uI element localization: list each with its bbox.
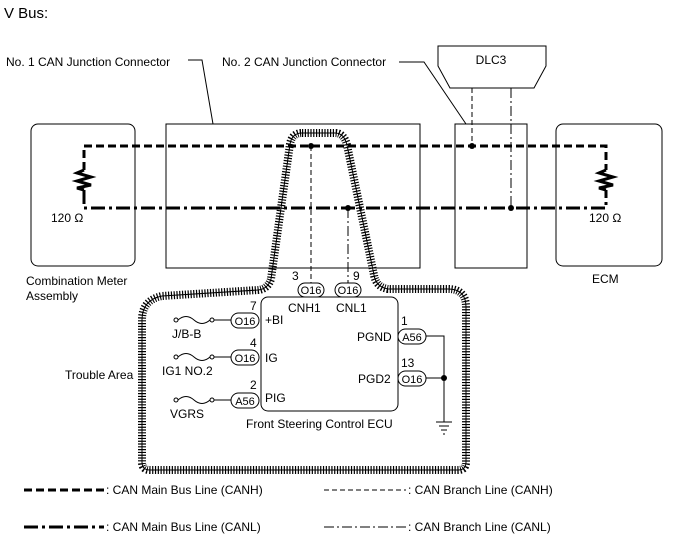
pin-cnl1: CNL1 xyxy=(336,301,367,315)
legend-branch-canh-label: : CAN Branch Line (CANH) xyxy=(408,483,553,497)
fuse-ig1-label: IG1 NO.2 xyxy=(162,364,213,378)
junction1-label: No. 1 CAN Junction Connector xyxy=(6,55,170,69)
pin-2: 2 xyxy=(250,378,257,392)
junction1-leader xyxy=(188,59,214,125)
pin-ig: IG xyxy=(265,351,278,365)
fuse-jbb-icon xyxy=(173,316,231,324)
dlc3-label: DLC3 xyxy=(476,53,507,67)
pin-pig: PIG xyxy=(265,391,286,405)
connector-pig: A56 xyxy=(230,392,260,409)
pin-4: 4 xyxy=(250,336,257,350)
junction-dot xyxy=(345,205,351,211)
dlc3-connector xyxy=(437,45,547,89)
can-main-canl-line xyxy=(82,190,608,210)
fuse-vgrs-label: VGRS xyxy=(170,407,204,421)
junction-dot xyxy=(508,205,514,211)
resistor-right-label: 120 Ω xyxy=(589,211,621,225)
connector-cnl: O16 xyxy=(334,282,362,298)
pin-pgd2: PGD2 xyxy=(358,372,391,386)
pin-13: 13 xyxy=(401,356,415,370)
connector-pgnd: A56 xyxy=(397,328,427,345)
diagram-title: V Bus: xyxy=(4,5,48,22)
legend-main-canl-label: : CAN Main Bus Line (CANL) xyxy=(106,520,261,534)
meter-label-line2: Assembly xyxy=(26,289,78,303)
ecu-label: Front Steering Control ECU xyxy=(246,417,393,431)
pin-cnh1: CNH1 xyxy=(288,301,321,315)
resistor-right xyxy=(593,168,619,192)
fuse-jbb-label: J/B-B xyxy=(172,327,201,341)
svg-text:A56: A56 xyxy=(235,396,255,408)
pin-9: 9 xyxy=(353,269,360,283)
combination-meter-box xyxy=(30,123,136,267)
pin-3: 3 xyxy=(292,269,299,283)
ground-icon xyxy=(436,421,452,435)
junction-connector-2-box xyxy=(454,123,528,269)
connector-cnh: O16 xyxy=(297,282,325,298)
pin-7: 7 xyxy=(250,299,257,313)
ecm-box xyxy=(555,123,663,267)
legend: : CAN Main Bus Line (CANH) : CAN Branch … xyxy=(24,483,553,534)
svg-text:O16: O16 xyxy=(235,316,256,328)
can-main-canh-line xyxy=(82,144,608,170)
junction2-leader xyxy=(399,61,467,125)
pin-bi: +BI xyxy=(265,313,283,327)
trouble-area-outline-inner xyxy=(141,132,467,471)
junction-dot xyxy=(469,143,475,149)
pin-1: 1 xyxy=(401,314,408,328)
svg-text:O16: O16 xyxy=(301,285,322,297)
connector-bi: O16 xyxy=(230,312,260,329)
junction-dot xyxy=(308,143,314,149)
ground-wire-pgnd xyxy=(426,335,445,422)
legend-main-canh-label: : CAN Main Bus Line (CANH) xyxy=(106,483,263,497)
resistor-left xyxy=(71,168,97,192)
pin-pgnd: PGND xyxy=(357,330,392,344)
junction-connector-1-box xyxy=(165,123,421,269)
svg-text:O16: O16 xyxy=(338,285,359,297)
connector-pgd2: O16 xyxy=(397,370,427,387)
svg-text:A56: A56 xyxy=(402,332,422,344)
fuse-vgrs-icon xyxy=(173,396,231,404)
junction-dot xyxy=(441,375,447,381)
legend-branch-canl-label: : CAN Branch Line (CANL) xyxy=(408,520,551,534)
trouble-area-label: Trouble Area xyxy=(65,368,134,382)
front-steering-ecu-box xyxy=(260,296,399,412)
svg-text:O16: O16 xyxy=(235,353,256,365)
svg-text:O16: O16 xyxy=(402,374,423,386)
resistor-left-label: 120 Ω xyxy=(51,211,83,225)
fuse-ig1-icon xyxy=(173,353,231,361)
connector-ig: O16 xyxy=(230,349,260,366)
junction2-label: No. 2 CAN Junction Connector xyxy=(222,55,386,69)
ecm-label: ECM xyxy=(592,272,619,286)
meter-label-line1: Combination Meter xyxy=(26,274,127,288)
